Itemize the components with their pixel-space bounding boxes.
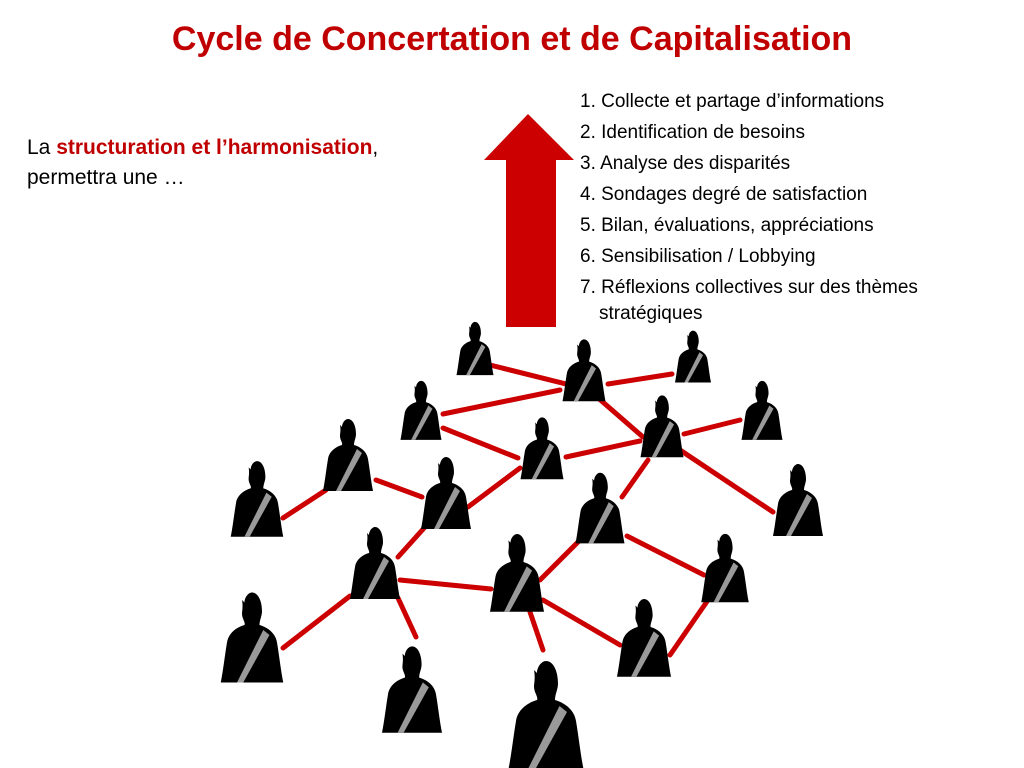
network-link <box>563 438 643 460</box>
slide-title: Cycle de Concertation et de Capitalisati… <box>171 20 853 58</box>
step-label: 7. Réflexions collectives sur des thèmes <box>580 277 918 298</box>
intro-line2: permettra une … <box>27 166 185 189</box>
step-label: 5. Bilan, évaluations, appréciations <box>580 215 874 236</box>
person-icon <box>741 380 783 440</box>
person-icon <box>220 592 284 683</box>
network-link <box>487 362 573 388</box>
network-link <box>440 425 521 461</box>
step-item-3: 3. Analyse des disparités <box>580 150 1010 181</box>
person-icon <box>701 533 749 603</box>
network-link <box>681 417 743 437</box>
network-link <box>440 387 563 417</box>
up-arrow <box>484 114 574 327</box>
network-link <box>465 465 523 510</box>
network-link <box>540 597 623 648</box>
step-label: 4. Sondages degré de satisfaction <box>580 184 868 205</box>
network-link <box>280 487 329 521</box>
person-icon <box>421 457 471 529</box>
person-icon <box>617 598 671 677</box>
people-group <box>220 321 823 768</box>
network-link <box>395 595 419 640</box>
person-icon <box>382 646 442 733</box>
intro-text: La structuration et l’harmonisation, per… <box>27 133 378 193</box>
person-icon <box>640 395 684 458</box>
person-icon <box>773 464 823 536</box>
step-item-5: 5. Bilan, évaluations, appréciations <box>580 212 1010 243</box>
network-link <box>619 457 651 500</box>
person-icon <box>350 527 400 599</box>
person-icon <box>400 380 442 440</box>
person-icon <box>520 417 564 480</box>
network-link <box>397 577 494 592</box>
step-item-2: 2. Identification de besoins <box>580 119 1010 150</box>
person-icon <box>323 419 373 491</box>
step-item-1: 1. Collecte et partage d’informations <box>580 88 1010 119</box>
network-link <box>395 524 428 560</box>
network-link <box>677 447 776 515</box>
network-link <box>624 533 707 578</box>
network-links <box>280 362 776 658</box>
person-icon <box>562 339 606 402</box>
network-link <box>537 537 583 583</box>
step-label-continued: stratégiques <box>599 303 703 324</box>
network-link <box>667 597 711 658</box>
person-icon <box>575 472 625 544</box>
person-icon <box>490 533 544 612</box>
network-link <box>280 593 353 651</box>
intro-highlight: structuration et l’harmonisation <box>56 136 373 159</box>
person-icon <box>230 461 284 537</box>
intro-prefix: La <box>27 136 57 159</box>
step-item-7: 7. Réflexions collectives sur des thèmes… <box>580 274 1010 330</box>
step-label: 6. Sensibilisation / Lobbying <box>580 246 816 267</box>
person-icon <box>508 661 584 768</box>
network-link <box>373 477 425 500</box>
step-item-6: 6. Sensibilisation / Lobbying <box>580 243 1010 274</box>
intro-suffix: , <box>372 136 379 159</box>
steps-list: 1. Collecte et partage d’informations 2.… <box>580 88 1010 330</box>
step-label: 3. Analyse des disparités <box>580 153 791 174</box>
step-label: 1. Collecte et partage d’informations <box>580 91 885 112</box>
up-arrow-icon <box>484 114 574 327</box>
network-link <box>594 394 646 440</box>
network-link <box>605 371 675 387</box>
step-item-4: 4. Sondages degré de satisfaction <box>580 181 1010 212</box>
person-icon <box>675 330 711 383</box>
person-icon <box>456 321 494 376</box>
step-label: 2. Identification de besoins <box>580 122 805 143</box>
network-link <box>527 609 546 653</box>
